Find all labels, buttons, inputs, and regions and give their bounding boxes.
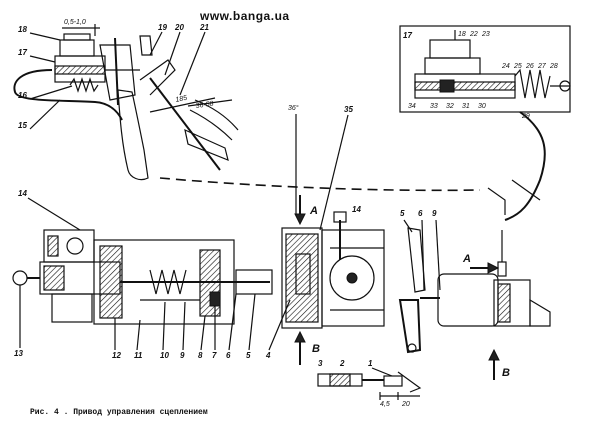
label-10: 10 (160, 351, 169, 360)
label-11: 11 (134, 351, 143, 360)
figure-caption: Рис. 4 . Привод управления сцеплением (30, 408, 208, 417)
dim-gap: 0,5-1,0 (64, 19, 86, 26)
pedal-assembly: 185 36-58 0,5-1,0 (13, 19, 239, 181)
section-b-right: В (502, 367, 510, 379)
valve-section (281, 195, 385, 365)
label-2: 2 (339, 359, 345, 368)
label-34: 34 (408, 103, 416, 110)
label-5: 5 (246, 351, 251, 360)
master-cylinder-detail (399, 25, 571, 113)
label-35: 35 (344, 105, 353, 114)
booster-cutaway (12, 229, 273, 325)
section-b-left: В (312, 343, 320, 355)
label-18-detail: 18 (458, 31, 466, 38)
label-6-right: 6 (418, 209, 423, 218)
label-17: 17 (18, 48, 27, 57)
small-parts (317, 371, 422, 400)
hydraulic-hose (504, 111, 546, 221)
label-18: 18 (18, 25, 27, 34)
label-1: 1 (368, 359, 373, 368)
label-8: 8 (198, 351, 203, 360)
watermark: www.banga.ua (199, 9, 290, 23)
connection-line (159, 177, 481, 192)
label-3: 3 (318, 359, 323, 368)
label-17-detail: 17 (403, 31, 412, 40)
label-13: 13 (14, 349, 23, 358)
label-22: 22 (469, 31, 478, 38)
label-14-center: 14 (352, 205, 361, 214)
label-36-angle: 36° (288, 104, 299, 112)
label-15: 15 (18, 121, 27, 130)
detail-frame (399, 25, 571, 113)
label-31: 31 (462, 103, 470, 110)
label-4: 4 (265, 351, 271, 360)
dim-36-58: 36-58 (195, 101, 214, 110)
label-32: 32 (446, 103, 454, 110)
dim-4-5: 4,5 (380, 401, 390, 408)
label-20: 20 (174, 23, 184, 32)
label-23: 23 (481, 31, 490, 38)
label-7: 7 (212, 351, 217, 360)
label-9: 9 (180, 351, 185, 360)
dim-185: 185 (175, 95, 188, 104)
label-5-right: 5 (400, 209, 405, 218)
label-19: 19 (158, 23, 167, 32)
label-24: 24 (501, 63, 510, 70)
label-30: 30 (478, 103, 486, 110)
label-28: 28 (549, 63, 558, 70)
section-a-left: А (309, 205, 318, 217)
label-6: 6 (226, 351, 231, 360)
label-12: 12 (112, 351, 121, 360)
reservoir-cap (59, 39, 95, 57)
dim-20: 20 (401, 401, 410, 408)
label-33: 33 (430, 103, 438, 110)
label-14-left: 14 (18, 189, 27, 198)
label-25: 25 (513, 63, 522, 70)
section-a-right: А (462, 253, 471, 265)
label-27: 27 (537, 63, 547, 70)
label-9-right: 9 (432, 209, 437, 218)
label-21: 21 (199, 23, 209, 32)
label-26: 26 (525, 63, 534, 70)
installed-booster (398, 227, 551, 380)
label-16: 16 (18, 91, 27, 100)
